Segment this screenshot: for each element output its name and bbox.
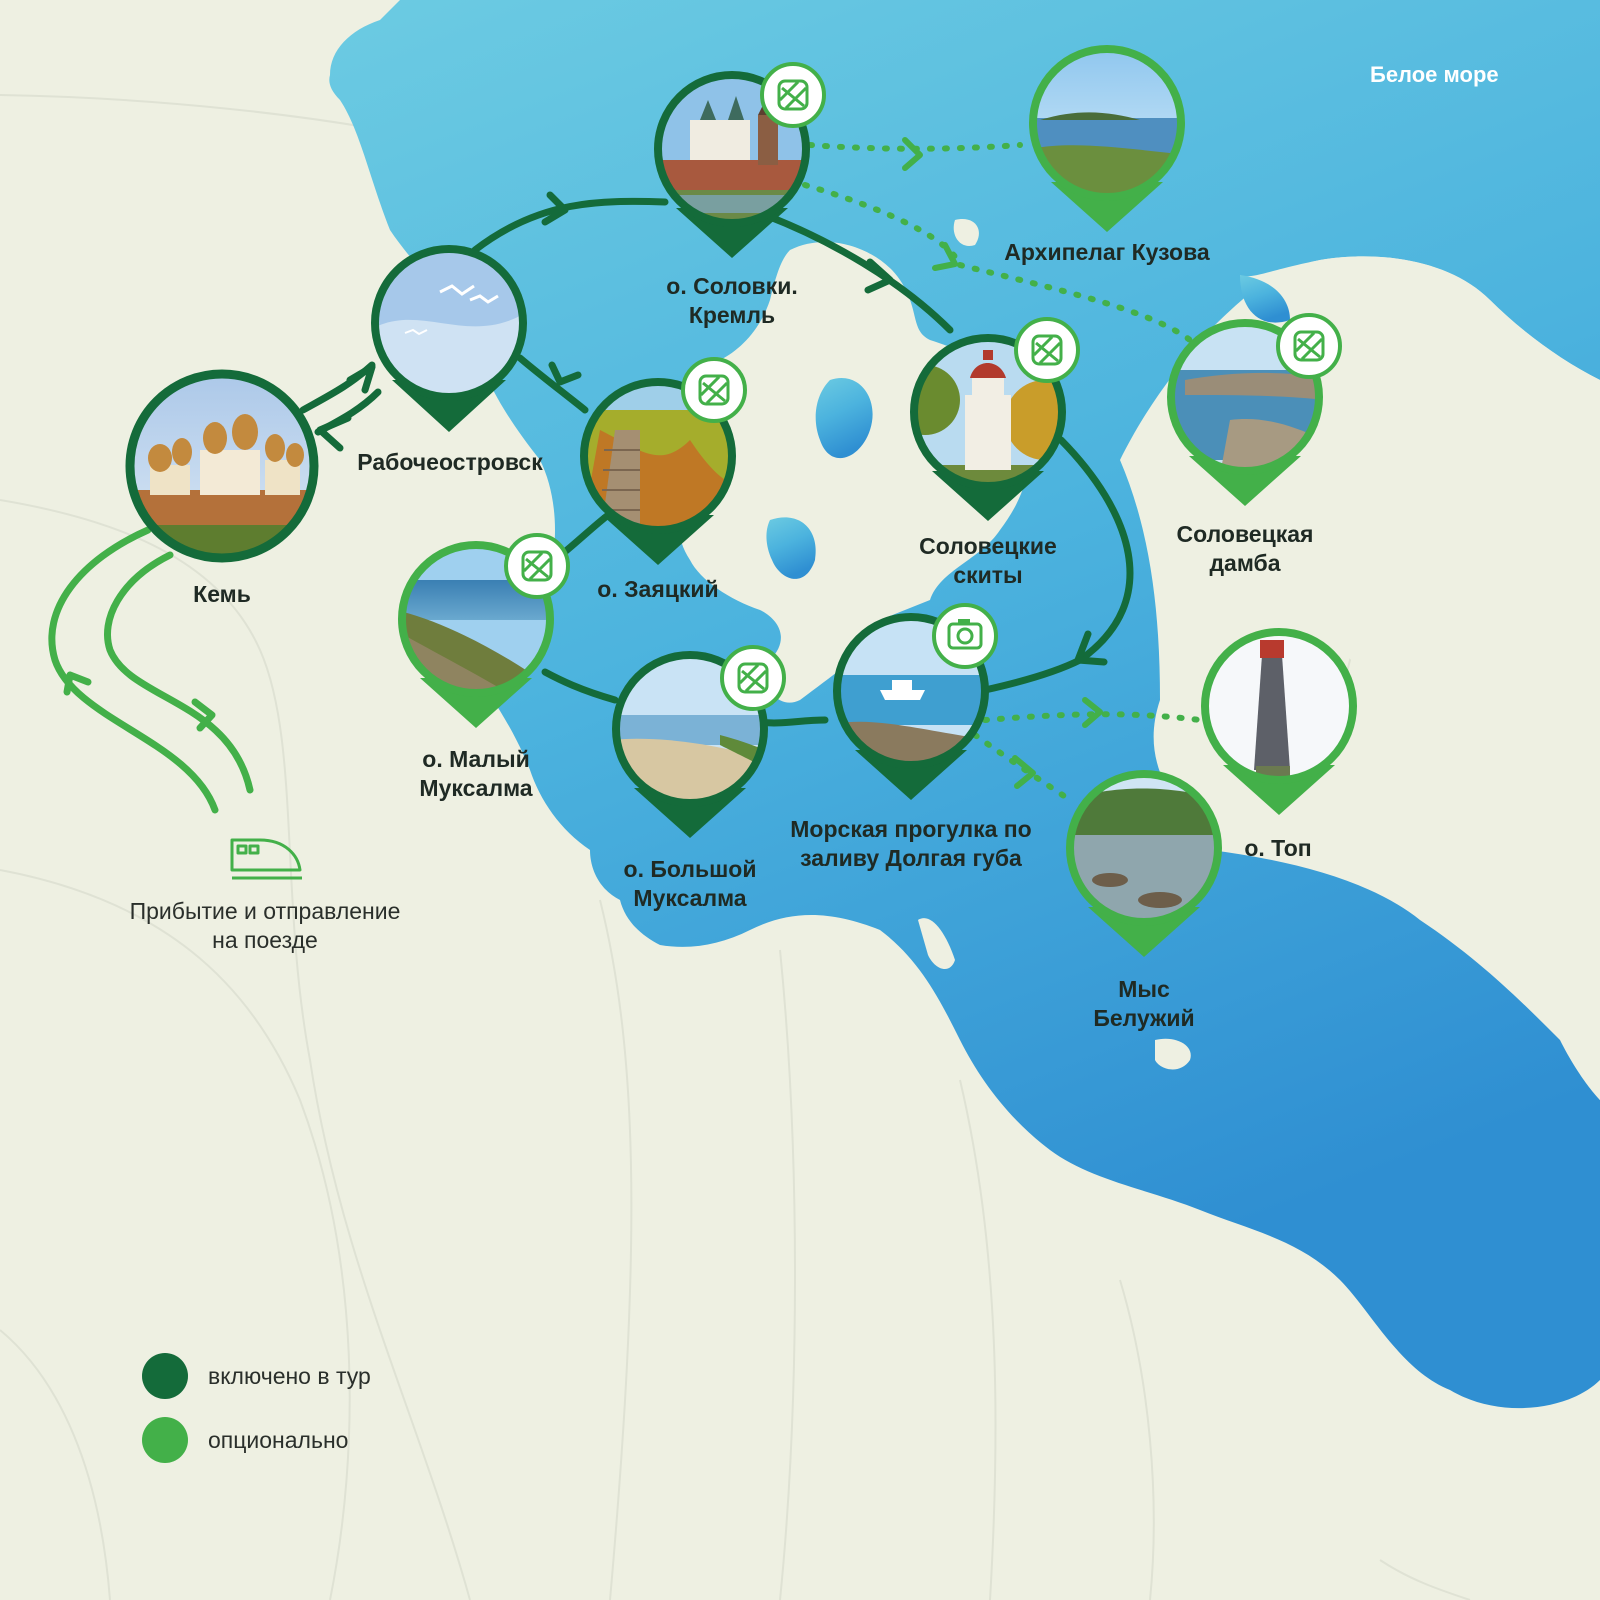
excursion-icon [720,645,786,711]
legend-included-label: включено в тур [208,1362,371,1389]
pin-damba[interactable] [1165,315,1325,506]
sea-label: Белое море [1370,62,1499,87]
excursion-icon [760,62,826,128]
pin-kem[interactable] [120,360,330,570]
legend-optional-dot [142,1417,188,1463]
camera-icon [932,603,998,669]
excursion-icon [1014,317,1080,383]
excursion-icon [1276,313,1342,379]
pin-maly[interactable] [395,540,555,728]
label-zayatsky: о. Заяцкий [597,576,719,602]
excursion-icon [681,357,747,423]
label-top: о. Топ [1244,835,1312,861]
label-rabocheostrovsk: Рабочеостровск [357,449,543,475]
legend-optional-label: опционально [208,1426,349,1453]
label-kem: Кемь [193,581,251,607]
pin-top[interactable] [1200,625,1360,815]
excursion-icon [504,533,570,599]
legend-included: включено в тур [142,1353,371,1399]
pin-kuzova[interactable] [1025,45,1190,232]
pin-rabocheostrovsk[interactable] [370,245,530,432]
label-kremlin: о. Соловки.Кремль [666,273,798,328]
pin-bolshoy[interactable] [610,650,770,838]
label-kuzova: Архипелаг Кузова [1004,239,1210,265]
pin-beluzhy[interactable] [1065,765,1225,957]
legend-optional: опционально [142,1417,348,1463]
legend-included-dot [142,1353,188,1399]
train-icon [230,838,302,880]
pin-skity[interactable] [890,334,1085,521]
